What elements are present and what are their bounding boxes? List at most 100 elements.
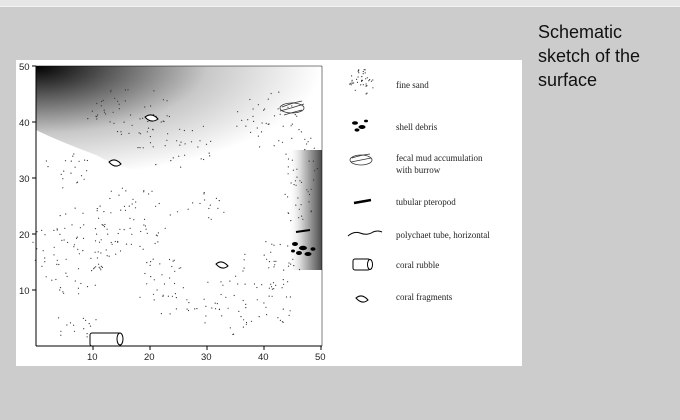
sand-dot [292,258,294,260]
sand-dot [270,286,273,288]
sand-dot [59,233,61,235]
sand-dot [83,328,85,330]
sand-dot [169,313,171,315]
sand-dot [249,98,251,101]
sand-dot [152,258,154,260]
sand-dot [174,270,176,272]
sand-dot [42,250,44,252]
sand-dot [155,234,157,236]
sand-dot [36,231,38,233]
sand-dot [250,320,253,322]
sand-dot [96,116,98,118]
sand-dot [164,145,166,147]
sand-dot [243,319,245,321]
sand-dot [82,317,84,319]
sand-dot [203,193,205,195]
sand-dot [300,131,302,133]
sand-dot [101,224,103,226]
sand-dot [108,255,110,257]
legend-fecal-mud-line1: fecal mud accumulation [396,153,483,163]
sand-dot [308,201,310,203]
sand-dot [139,245,141,247]
sand-dot [173,282,176,285]
sand-dot [235,275,237,277]
sand-dot [298,217,300,219]
sand-dot [83,224,85,226]
sand-dot [169,277,171,279]
figure-panel: 50 40 30 20 10 10 20 30 40 50 [16,60,522,366]
legend: fine sand shell debris fecal mud accumul… [347,69,490,303]
sand-dot [205,143,208,145]
sand-dot [364,69,366,71]
sand-dot [257,135,259,137]
sand-dot [168,115,170,118]
sand-dot [82,237,85,239]
sand-dot [147,127,150,129]
sand-dot [160,313,162,315]
sand-dot [188,302,190,304]
sand-dot [218,308,220,311]
sand-dot [245,321,248,324]
sand-dot [162,294,164,296]
sand-dot [300,204,302,206]
sand-dot [73,324,75,326]
sand-dot [287,196,289,198]
sand-dot [222,284,224,286]
sand-dot [72,155,74,157]
sand-dot [361,79,364,81]
sand-dot [240,316,242,318]
sand-dot [265,241,267,243]
sand-dot [366,77,368,79]
sand-dot [170,160,172,162]
sand-dot [208,152,210,154]
sand-dot [180,141,182,143]
sand-dot [153,90,155,92]
sand-dot [45,160,47,162]
sand-dot [56,259,58,261]
sand-dot [215,197,217,199]
sand-dot [125,190,127,192]
sand-dot [88,323,90,325]
sand-dot [290,220,292,222]
sand-dot [90,257,92,259]
sand-dot [58,317,60,319]
y-tick-label: 20 [19,230,30,241]
sand-dot [284,193,286,195]
sand-dot [184,154,186,156]
sand-dot [287,158,290,160]
sand-dot [62,187,64,189]
sand-dot [124,89,126,91]
sand-dot [244,283,246,285]
sand-dot [137,147,139,149]
sand-dot [287,173,289,175]
sand-dot [174,293,176,295]
sand-dot [96,102,98,105]
sand-dot [196,308,198,310]
sand-dot [106,255,108,257]
sand-dot [314,170,316,172]
sand-dot [109,197,111,200]
sand-dot [100,269,102,271]
sand-dot [194,308,196,310]
sand-dot [85,319,87,321]
sand-dot [107,233,109,235]
sand-dot [139,147,141,149]
sand-dot [47,166,49,168]
sand-dot [78,160,80,162]
sand-dot [73,153,75,155]
sand-dot [172,260,174,262]
y-tick-label: 30 [19,174,30,185]
sand-dot [267,123,269,125]
sand-dot [365,93,367,95]
sand-dot [63,170,65,172]
sand-dot [156,289,158,291]
sand-dot [268,267,270,269]
sand-dot [236,125,238,127]
sand-dot [140,230,142,233]
sand-dot [73,244,76,246]
sand-dot [86,336,88,338]
sand-dot [158,202,160,205]
sand-dot [131,233,133,235]
sand-dot [171,295,173,297]
sand-dot [307,191,309,193]
